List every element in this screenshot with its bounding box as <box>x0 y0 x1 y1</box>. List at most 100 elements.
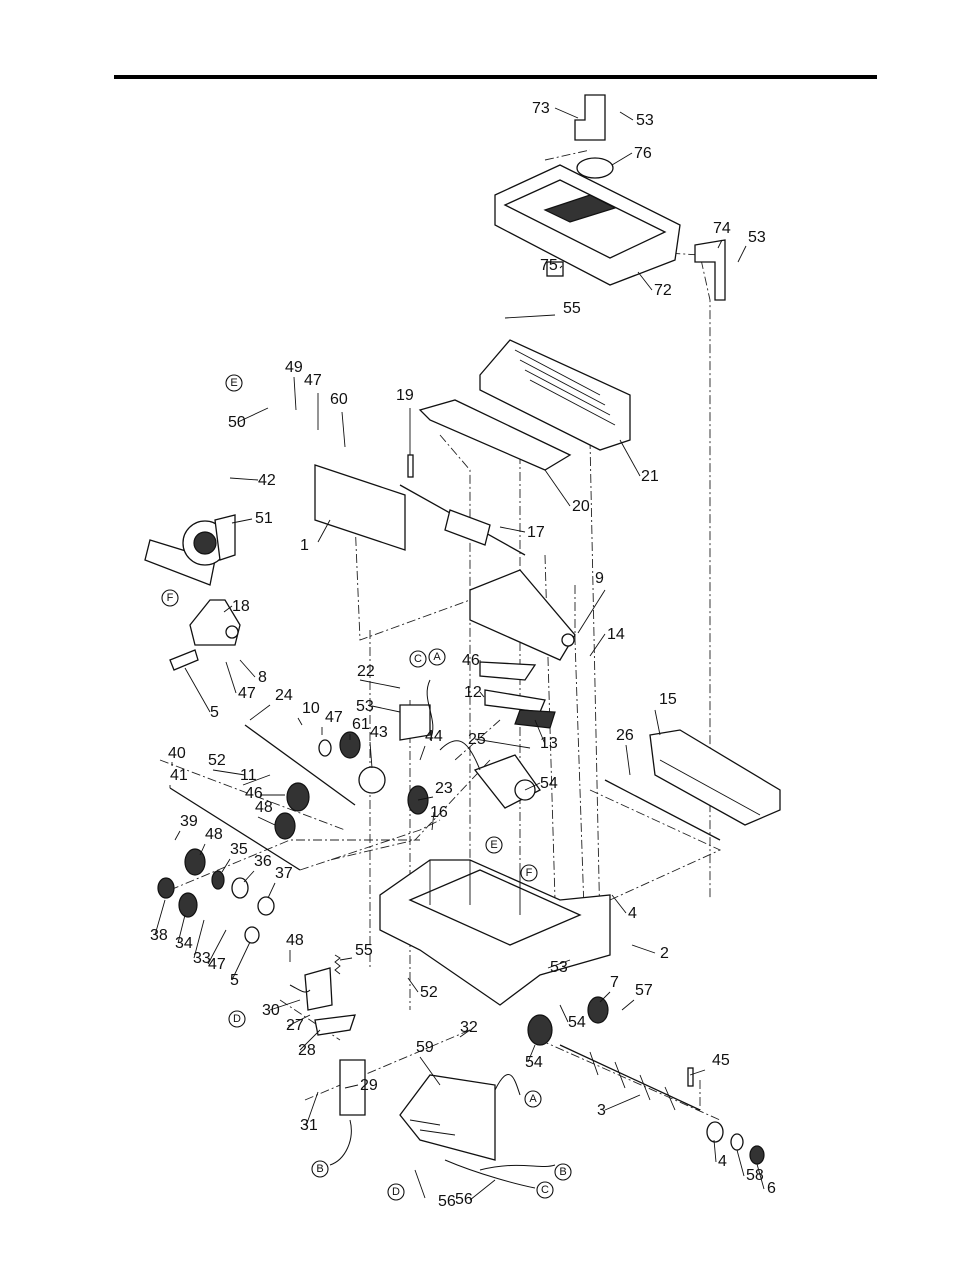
callout-label: 59 <box>416 1039 434 1056</box>
leader-line <box>269 999 301 1011</box>
leader-line <box>359 679 401 689</box>
callout-label: 39 <box>180 813 198 830</box>
callout-label: 56 <box>455 1191 473 1208</box>
part-shape <box>561 633 575 647</box>
leader-line <box>534 719 546 745</box>
callout-label: 54 <box>540 775 558 792</box>
leader-line <box>737 245 747 263</box>
wire <box>494 1074 521 1096</box>
leader-line <box>242 774 271 786</box>
callout-label: 35 <box>230 841 248 858</box>
callout-label: 56 <box>438 1193 456 1210</box>
callout-label: 12 <box>464 684 482 701</box>
callout-label: 58 <box>746 1167 764 1184</box>
part-shape <box>589 1051 676 1111</box>
wire <box>444 1159 536 1189</box>
callout-label: 50 <box>228 414 246 431</box>
callout-label: 74 <box>713 220 731 237</box>
leader-line <box>559 265 563 269</box>
leader-line <box>544 469 571 507</box>
part-shape <box>604 779 721 841</box>
callout-label: 11 <box>240 767 257 784</box>
callout-label: 6 <box>767 1180 776 1197</box>
callout-label: 47 <box>325 709 343 726</box>
callout-label: 53 <box>550 959 568 976</box>
part-shape <box>418 399 572 471</box>
callout-label: 17 <box>527 524 545 541</box>
part-shape <box>659 759 761 816</box>
reference-letter: B <box>316 1163 323 1175</box>
callout-label: 29 <box>360 1077 378 1094</box>
callout-label: 52 <box>420 984 438 1001</box>
leader-line <box>577 589 606 634</box>
wire <box>426 679 434 741</box>
leader-line <box>299 1029 321 1051</box>
leader-line <box>419 745 426 761</box>
leader-line <box>619 439 641 477</box>
leader-line <box>654 709 661 736</box>
reference-circle <box>520 864 538 882</box>
leader-line <box>231 518 253 524</box>
assembly-line <box>169 839 420 891</box>
callout-label: 31 <box>300 1117 318 1134</box>
part-shape <box>574 94 606 141</box>
leader-line <box>611 894 627 914</box>
callout-label: 53 <box>356 698 374 715</box>
part-shape <box>214 514 236 561</box>
callout-label: 37 <box>275 865 293 882</box>
callout-label: 40 <box>168 745 186 762</box>
reference-letter: D <box>392 1186 400 1198</box>
callout-label: 28 <box>298 1042 316 1059</box>
callout-label: 15 <box>659 691 677 708</box>
callout-label: 19 <box>396 387 414 404</box>
leader-line <box>154 899 166 936</box>
part-shape <box>514 709 556 729</box>
part-shape <box>157 877 175 899</box>
callout-label: 43 <box>370 724 388 741</box>
leader-line <box>237 407 269 423</box>
assembly-line <box>354 519 471 641</box>
callout-label: 72 <box>654 282 672 299</box>
callout-label: 53 <box>636 112 654 129</box>
reference-circle <box>387 1183 405 1201</box>
leader-line <box>589 633 606 657</box>
leader-line <box>369 741 373 769</box>
leader-line <box>371 705 401 713</box>
leader-line <box>736 1149 745 1177</box>
callout-label: 21 <box>641 468 659 485</box>
callout-label: 46 <box>462 652 480 669</box>
leader-line <box>212 769 246 776</box>
part-shape <box>274 812 296 840</box>
reference-circle <box>536 1181 554 1199</box>
reference-circle <box>485 836 503 854</box>
leader-line <box>339 957 353 961</box>
assembly-line <box>454 719 501 761</box>
reference-circle <box>428 648 446 666</box>
callout-label: 44 <box>425 728 443 745</box>
reference-circle <box>311 1160 329 1178</box>
callout-label: 51 <box>255 510 273 527</box>
part-shape <box>429 860 521 915</box>
reference-letter: D <box>233 1013 241 1025</box>
part-shape <box>334 954 341 975</box>
leader-line <box>239 659 256 678</box>
callout-label: 23 <box>435 780 453 797</box>
leader-line <box>184 667 211 713</box>
leader-line <box>243 870 255 883</box>
callout-label: 48 <box>205 826 223 843</box>
leader-line <box>221 858 231 873</box>
part-shape <box>193 531 217 555</box>
callout-label: 75 <box>540 257 558 274</box>
leader-line <box>223 605 233 613</box>
leader-line <box>469 1179 496 1201</box>
reference-letter: C <box>414 653 422 665</box>
reference-circle <box>524 1090 542 1108</box>
assembly-line <box>159 759 346 831</box>
callout-label: 48 <box>255 799 273 816</box>
callout-label: 45 <box>712 1052 730 1069</box>
leader-line <box>459 1029 471 1038</box>
wire <box>479 1164 556 1171</box>
part-shape <box>231 877 249 899</box>
part-shape <box>257 896 275 916</box>
reference-letter: F <box>526 867 533 879</box>
